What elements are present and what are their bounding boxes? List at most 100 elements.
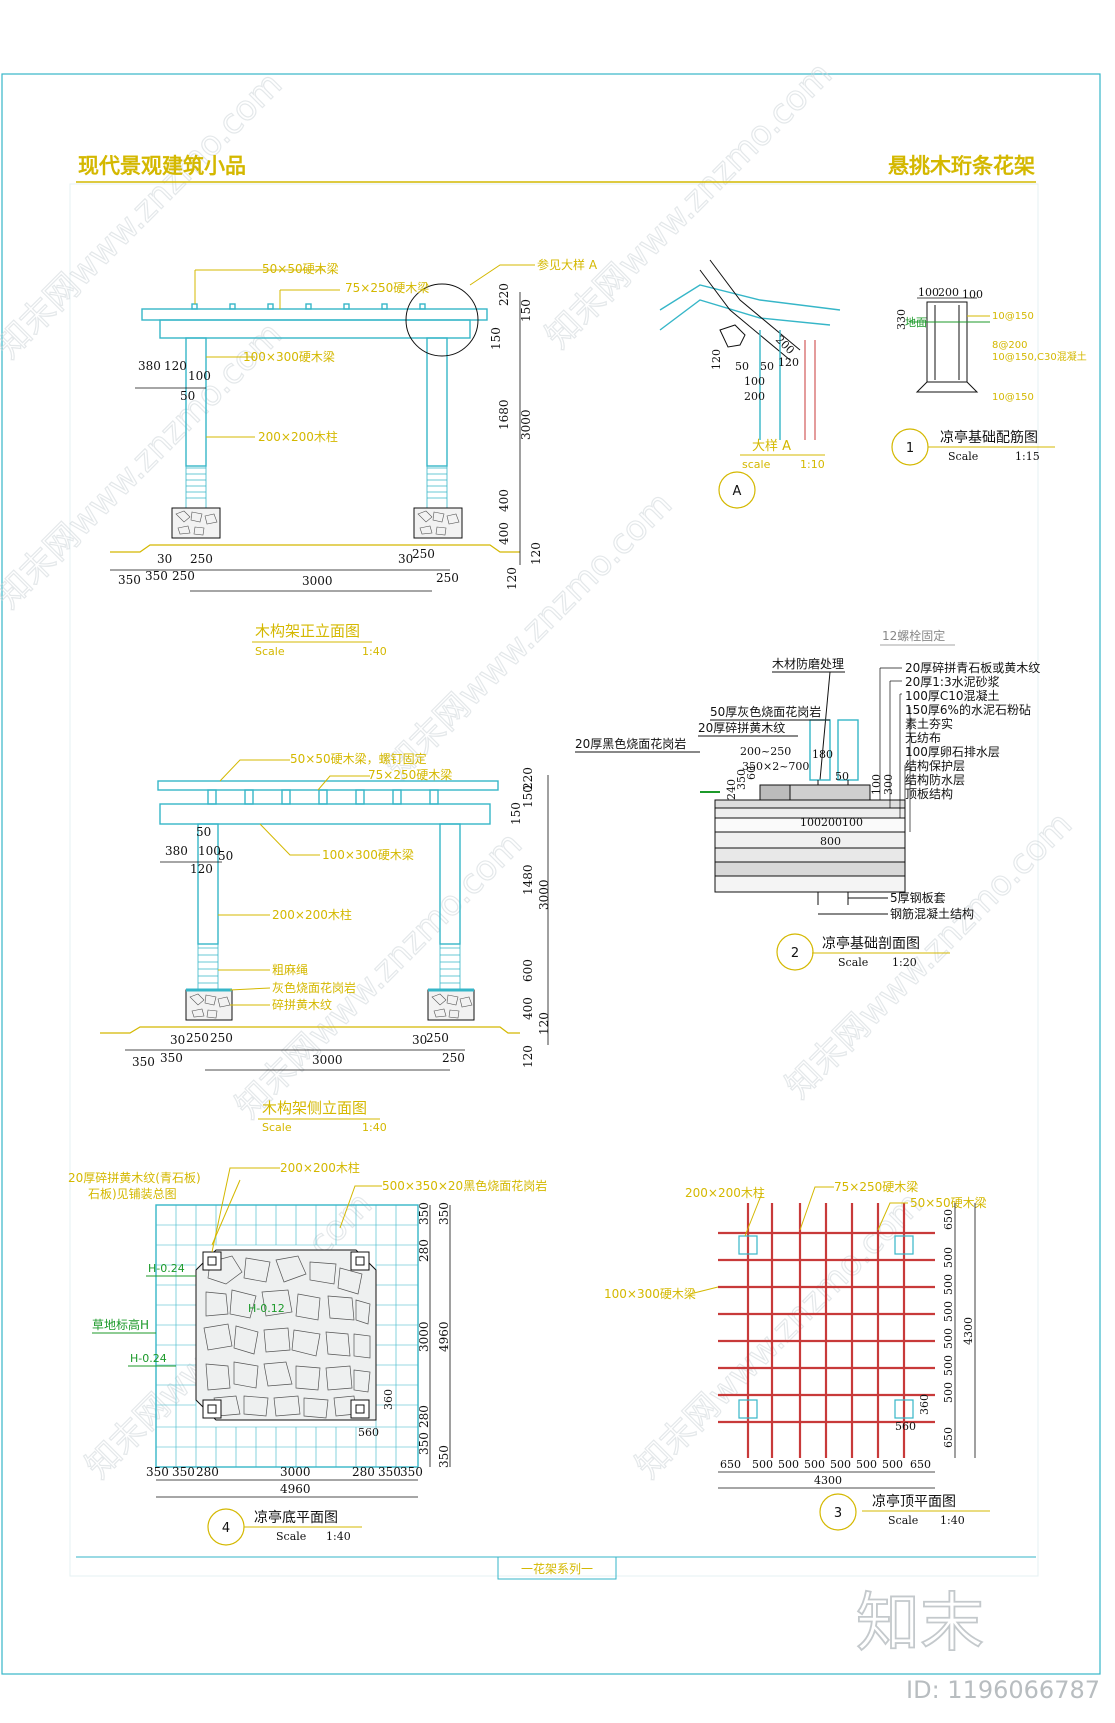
section-layer-leaders: [879, 667, 911, 888]
base-dim-280b: 280: [352, 1465, 375, 1479]
front-rope-wrap: [185, 462, 448, 508]
side-base-right: [427, 989, 475, 1021]
front-dim-3000: 3000: [302, 574, 333, 588]
front-label-beam-top: 75×250硬木梁: [345, 280, 429, 295]
base-vdim-280b: 280: [417, 1405, 431, 1428]
header-right-title: 悬挑木珩条花架: [888, 154, 1035, 178]
section-title: 凉亭基础剖面图: [822, 935, 920, 952]
front-vdim-120b: 120: [505, 567, 519, 590]
sheet-frame: [1, 73, 1101, 1675]
side-label-column: 200×200木柱: [272, 907, 352, 922]
side-dim-50: 50: [196, 825, 211, 839]
brand-id: ID: 1196066787: [906, 1676, 1100, 1704]
front-column-left: [185, 337, 207, 467]
front-ratio: 1:40: [362, 645, 387, 658]
side-top-beam: [157, 780, 499, 791]
base-label-granite: 500×350×20黑色烧面花岗岩: [382, 1178, 547, 1193]
detail-a-marker: A: [733, 484, 742, 499]
side-dim-3000: 3000: [312, 1053, 343, 1067]
brand-logo: 知末: [856, 1587, 984, 1661]
base-dim-360: 360: [382, 1389, 395, 1410]
front-dim-380: 380: [138, 359, 161, 373]
front-vdim-220: 220: [497, 283, 511, 306]
base-title: 凉亭底平面图: [254, 1509, 338, 1526]
section-bolt: 12螺栓固定: [882, 628, 945, 643]
section-d240: 240: [725, 779, 738, 800]
side-label-tile: 碎拼黄木纹: [272, 997, 332, 1012]
side-vdim-400: 400: [521, 997, 535, 1020]
rebar-r3: 10@150,C30混凝土: [992, 350, 1087, 363]
section-layer-5: 无纺布: [905, 731, 941, 745]
top-hdim-4: 500: [830, 1458, 851, 1471]
top-vdim-1: 500: [942, 1247, 955, 1268]
detail-a-dim-120b: 120: [778, 356, 799, 369]
base-dim-3000: 3000: [280, 1465, 311, 1479]
top-label-beam-top: 75×250硬木梁: [834, 1179, 918, 1194]
front-column-right: [426, 337, 448, 467]
top-hdim-1: 500: [752, 1458, 773, 1471]
base-dim-350c: 350: [378, 1465, 401, 1479]
section-left-1: 20厚碎拼黄木纹: [698, 720, 785, 735]
section-layer-1: 20厚1:3水泥砂浆: [905, 674, 1000, 689]
top-scale: Scale: [888, 1514, 918, 1527]
front-dim-250b: 250: [172, 569, 195, 583]
section-d350: 350×2~700: [742, 760, 809, 773]
front-detail-circle: [405, 283, 479, 357]
base-dim-350a: 350: [146, 1465, 169, 1479]
section-d60: 60: [745, 766, 758, 780]
top-vdim-7: 650: [942, 1427, 955, 1448]
side-elevation: 50×50硬木梁，螺钉固定 75×250硬木梁 100×300硬木梁 200×2…: [100, 751, 551, 1134]
watermark-text: 知末网www.znzmo.com: [538, 54, 840, 356]
base-label-column: 200×200木柱: [280, 1160, 360, 1175]
foundation-rebar: 地面 100 200 100 330 10@150 8@200 10@150,C…: [891, 286, 1087, 466]
section-layer-8: 结构防水层: [905, 772, 965, 787]
side-title: 木构架侧立面图: [262, 1099, 367, 1117]
top-hdim-0: 650: [720, 1458, 741, 1471]
section-layer-7: 结构保护层: [905, 758, 965, 773]
side-base-stones: [189, 993, 473, 1019]
base-vdim-350c: 350: [417, 1432, 431, 1455]
side-beam-blocks: [207, 789, 439, 805]
top-dim-360: 360: [918, 1394, 931, 1415]
detail-a-dim-200b: 200: [744, 390, 765, 403]
front-dim-120: 120: [164, 359, 187, 373]
base-h1: H-0.24: [148, 1262, 185, 1275]
section-d50: 50: [835, 770, 849, 783]
rebar-scale: Scale: [948, 450, 978, 463]
side-label-purlin: 50×50硬木梁，螺钉固定: [290, 751, 427, 766]
top-marker-circle: [819, 1493, 857, 1531]
section-layer-2: 100厚C10混凝土: [905, 688, 1000, 703]
top-hdim-3: 500: [804, 1458, 825, 1471]
top-hdim-total: 4300: [814, 1474, 842, 1487]
detail-a-dim-50b: 50: [760, 360, 774, 373]
side-column-left: [197, 823, 219, 945]
watermark-text: 知末网www.znzmo.com: [0, 64, 290, 366]
front-vdim-400: 400: [497, 489, 511, 512]
top-vdim-2: 500: [942, 1274, 955, 1295]
side-dim-350: 350: [132, 1055, 155, 1069]
front-vdim-150: 150: [519, 299, 533, 322]
top-plan-members: [718, 1203, 935, 1458]
header-left-title: 现代景观建筑小品: [78, 154, 246, 178]
side-ratio: 1:40: [362, 1121, 387, 1134]
section-d350v: 350: [735, 769, 748, 790]
top-vdim-5: 500: [942, 1355, 955, 1376]
side-dim-350b: 350: [160, 1051, 183, 1065]
side-dim-380: 380: [165, 844, 188, 858]
base-plan-paving: [195, 1249, 377, 1421]
rebar-d330: 330: [895, 309, 908, 330]
front-vdim-150b: 150: [489, 327, 503, 350]
side-label-granite: 灰色烧面花岗岩: [272, 980, 356, 995]
top-vdim-3: 500: [942, 1301, 955, 1322]
front-dim-30r: 30: [398, 552, 413, 566]
section-layer-3: 150厚6%的水泥石粉砧: [905, 702, 1031, 717]
side-vdim-1480: 1480: [521, 864, 535, 895]
section-layer-9: 顶板结构: [905, 786, 953, 801]
detail-a-dim-50: 50: [735, 360, 749, 373]
side-dim-250: 250: [186, 1031, 209, 1045]
front-label-beam-main: 100×300硬木梁: [243, 349, 335, 364]
side-dim-250rb: 250: [442, 1051, 465, 1065]
front-dim-250: 250: [190, 552, 213, 566]
top-title: 凉亭顶平面图: [872, 1493, 956, 1510]
